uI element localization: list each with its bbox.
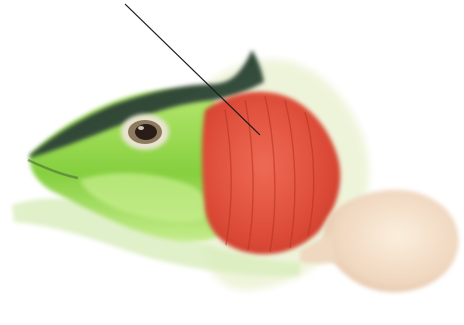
fish-eye xyxy=(121,114,169,150)
fish-sac xyxy=(324,190,459,292)
